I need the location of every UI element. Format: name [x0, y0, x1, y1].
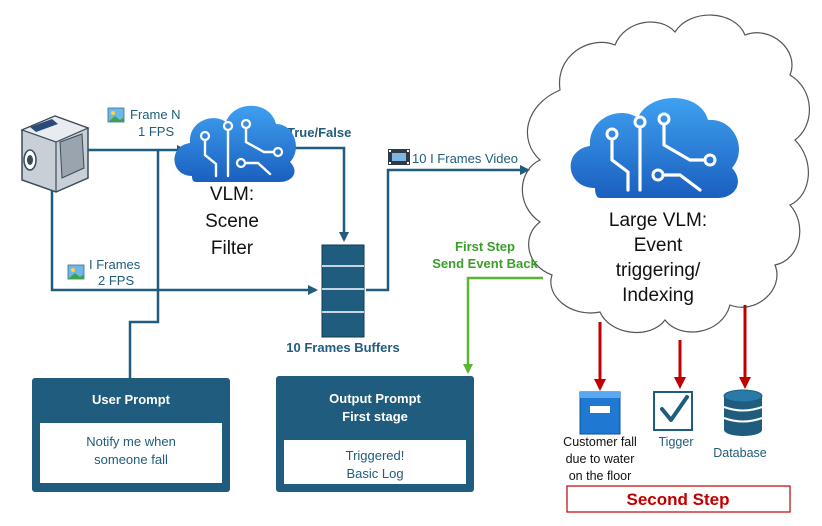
vlm-cloud-ai-icon	[174, 105, 296, 182]
connector-user-prompt	[128, 150, 160, 378]
connector-first-step-back	[463, 276, 543, 374]
first-step-label: First Step	[455, 239, 515, 254]
connector-camera-to-buffers	[50, 190, 318, 295]
large-vlm-line4: Indexing	[622, 285, 694, 306]
customer-line3: on the floor	[569, 469, 632, 483]
send-event-back-label: Send Event Back	[432, 256, 538, 271]
fps-1-label: 1 FPS	[138, 124, 174, 139]
image-icon	[107, 107, 125, 123]
frame-buffers-stack	[321, 244, 365, 338]
large-vlm-line3: triggering/	[616, 260, 701, 281]
connector-vlm-to-buffers	[276, 146, 349, 242]
database-icon	[723, 389, 763, 436]
image-icon	[67, 264, 85, 280]
vlm-line1: VLM:	[210, 184, 254, 205]
customer-line2: due to water	[566, 452, 635, 466]
output-prompt-title2: First stage	[342, 409, 408, 424]
customer-line1: Customer fall	[563, 435, 637, 449]
large-vlm-line2: Event	[634, 235, 683, 256]
output-prompt-line2: Basic Log	[346, 466, 403, 481]
vlm-line3: Filter	[211, 238, 254, 259]
buffers-label: 10 Frames Buffers	[286, 340, 399, 355]
i-frames-label: I Frames	[89, 257, 141, 272]
tigger-label: Tigger	[659, 435, 694, 449]
vlm-line2: Scene	[205, 211, 259, 232]
frame-n-label: Frame N	[130, 107, 181, 122]
user-prompt-panel	[32, 378, 230, 492]
user-prompt-title: User Prompt	[92, 392, 171, 407]
user-prompt-line2: someone fall	[94, 452, 168, 467]
second-step-box	[566, 485, 791, 513]
book-icon	[579, 391, 621, 435]
connector-buffers-to-large-vlm	[366, 165, 530, 292]
checkbox-icon	[653, 391, 693, 431]
large-cloud-ai-icon	[570, 98, 739, 198]
output-prompt-panel	[276, 376, 474, 492]
video-label: 10 I Frames Video	[412, 151, 518, 166]
true-false-label: True/False	[287, 125, 351, 140]
large-vlm-line1: Large VLM:	[609, 210, 707, 231]
output-prompt-line1: Triggered!	[346, 448, 405, 463]
output-prompt-title1: Output Prompt	[329, 391, 421, 406]
film-icon	[388, 149, 410, 165]
second-step-label: Second Step	[627, 490, 730, 509]
user-prompt-line1: Notify me when	[86, 434, 176, 449]
camera-icon	[20, 115, 90, 193]
database-label: Database	[713, 446, 767, 460]
fps-2-label: 2 FPS	[98, 273, 134, 288]
